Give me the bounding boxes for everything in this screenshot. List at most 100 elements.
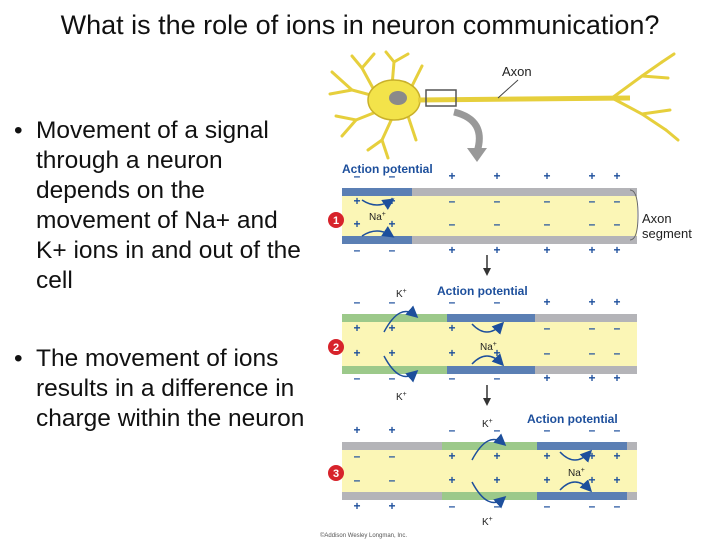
neuron-illustration: Axon	[328, 50, 680, 162]
charge-sign: +	[448, 169, 455, 183]
charge-sign: +	[588, 243, 595, 257]
nucleus	[389, 91, 407, 105]
charge-sign: +	[613, 371, 620, 385]
charge-sign: +	[493, 473, 500, 487]
action-potential-label: Action potential	[437, 284, 528, 298]
charge-sign: –	[449, 194, 456, 208]
bullet-dot-icon: •	[14, 345, 23, 372]
membrane-depolarized-top	[342, 188, 412, 196]
charge-sign: –	[354, 243, 361, 257]
charge-sign: –	[544, 423, 551, 437]
na-influx-arrow	[361, 226, 395, 238]
charge-sign: +	[388, 346, 395, 360]
step-1-number: 1	[333, 215, 339, 227]
segment-box	[425, 89, 457, 107]
k-efflux-arrow	[471, 481, 507, 509]
membrane-depolarized-bottom	[447, 366, 535, 374]
charge-sign: +	[588, 169, 595, 183]
step-3-number: 3	[333, 468, 339, 480]
charge-sign: –	[544, 321, 551, 335]
charge-sign: –	[354, 449, 361, 463]
charge-sign: –	[389, 295, 396, 309]
charge-sign: –	[614, 423, 621, 437]
charge-sign: –	[449, 499, 456, 513]
charge-sign: –	[614, 499, 621, 513]
charge-sign: –	[449, 295, 456, 309]
charge-sign: –	[589, 321, 596, 335]
charge-sign: +	[353, 499, 360, 513]
k-efflux-arrow	[471, 433, 507, 461]
charge-sign: –	[544, 217, 551, 231]
step-3-badge	[328, 465, 344, 481]
charge-sign: +	[543, 295, 550, 309]
charge-sign: –	[449, 371, 456, 385]
charge-sign: –	[544, 346, 551, 360]
charge-sign: +	[493, 169, 500, 183]
action-potential-label: Action potential	[527, 412, 618, 426]
charge-sign: –	[494, 217, 501, 231]
charge-sign: +	[353, 217, 360, 231]
bullet-item: • Movement of a signal through a neuron …	[8, 116, 308, 296]
membrane-depolarized-top	[537, 442, 627, 450]
k-efflux-arrow	[383, 355, 419, 383]
charge-sign: +	[388, 217, 395, 231]
charge-sign: +	[388, 499, 395, 513]
axon-label: Axon	[502, 64, 532, 79]
charge-sign: +	[543, 169, 550, 183]
action-potential-label: Action potential	[342, 162, 433, 176]
na-influx-arrow	[559, 479, 593, 493]
bullet-list: • Movement of a signal through a neuron …	[8, 116, 308, 434]
bullet-item: • The movement of ions results in a diff…	[8, 344, 308, 434]
charge-sign: +	[588, 371, 595, 385]
charge-sign: –	[494, 499, 501, 513]
membrane-depolarized-bottom	[537, 492, 627, 500]
charge-sign: +	[388, 321, 395, 335]
charge-sign: –	[494, 295, 501, 309]
charge-sign: –	[389, 473, 396, 487]
charge-sign: –	[589, 194, 596, 208]
charge-sign: +	[448, 473, 455, 487]
zoom-arrow	[453, 108, 483, 154]
charge-sign: –	[389, 169, 396, 183]
membrane-repolarizing-bottom	[442, 492, 537, 500]
cytoplasm	[342, 322, 637, 366]
charge-sign: +	[493, 243, 500, 257]
na-label: Na+	[480, 341, 497, 353]
charge-sign: –	[589, 217, 596, 231]
slide-title: What is the role of ions in neuron commu…	[60, 10, 660, 40]
charge-sign: –	[389, 371, 396, 385]
charge-sign: +	[353, 321, 360, 335]
charge-sign: +	[388, 194, 395, 208]
charge-sign: –	[494, 423, 501, 437]
charge-sign: +	[353, 346, 360, 360]
charge-sign: +	[613, 295, 620, 309]
membrane-charges: – + + – – + + – + – – + + – – + + – – + + – – + + – – + – + + – – + + – – + + –…	[353, 169, 620, 513]
zoom-arrowhead	[467, 148, 487, 162]
charge-sign: –	[449, 423, 456, 437]
charge-sign: –	[589, 423, 596, 437]
na-influx-arrow	[471, 321, 505, 335]
charge-sign: +	[448, 321, 455, 335]
na-label: Na+	[369, 211, 386, 223]
charge-sign: –	[354, 371, 361, 385]
axon	[417, 95, 631, 103]
membrane-bottom	[342, 236, 637, 244]
charge-sign: –	[494, 194, 501, 208]
step-2-panel: Action potential 2 K+ K+ Na+	[328, 284, 637, 406]
na-influx-arrow	[471, 353, 505, 367]
charge-sign: –	[389, 243, 396, 257]
charge-sign: +	[448, 346, 455, 360]
na-influx-arrow	[559, 449, 593, 463]
bullet-text: The movement of ions results in a differ…	[36, 345, 305, 432]
axon-pointer	[497, 79, 519, 99]
charge-sign: +	[588, 449, 595, 463]
axon-terminals	[610, 52, 680, 142]
charge-sign: +	[353, 423, 360, 437]
charge-sign: +	[613, 169, 620, 183]
k-label: K+	[396, 288, 407, 300]
charge-sign: –	[389, 449, 396, 463]
na-label: Na+	[568, 467, 585, 479]
charge-sign: +	[543, 243, 550, 257]
